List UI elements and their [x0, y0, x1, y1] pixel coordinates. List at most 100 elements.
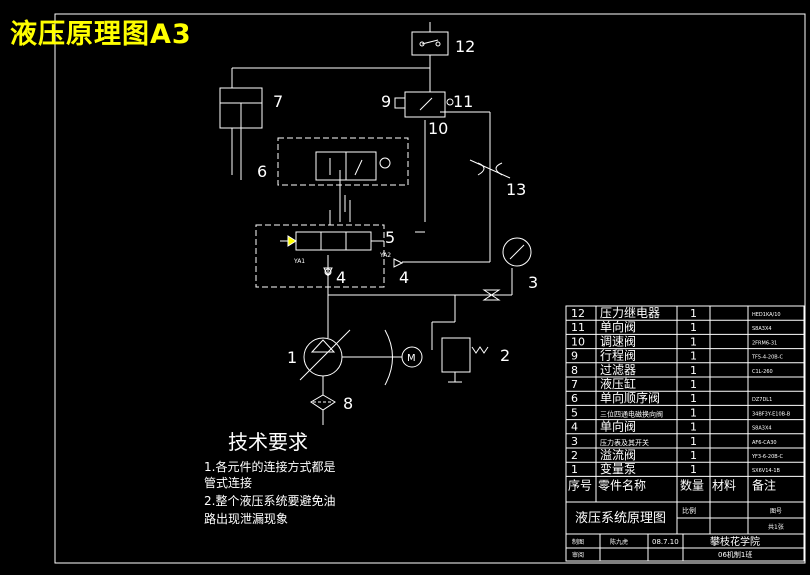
label-2: 2: [500, 346, 510, 365]
bom-row-code: SX6V14-1B: [752, 468, 781, 474]
title-block-school: 攀枝花学院: [710, 535, 760, 548]
label-ya2: YA2: [379, 252, 391, 259]
drawing-frame: [54, 13, 806, 564]
bom-header-remark: 备注: [752, 477, 776, 492]
bom-row-no: 6: [571, 392, 578, 405]
label-3: 3: [528, 273, 538, 292]
bom-row-no: 8: [571, 364, 578, 377]
label-8: 8: [343, 394, 353, 413]
bom-row-name: 压力表及其开关: [600, 438, 649, 447]
label-13: 13: [506, 180, 526, 199]
throttle-13: [469, 159, 511, 179]
title-block-drawn-name: 陈九虎: [610, 538, 628, 546]
bom-row-name: 三位四通电磁换向阀: [600, 409, 663, 418]
tech-line-2: 管式连接: [204, 476, 253, 490]
label-11: 11: [453, 92, 473, 111]
pump-1: [299, 329, 423, 386]
title-block-scale: 比例: [682, 506, 696, 515]
bom-row-name: 液压缸: [600, 376, 636, 391]
directional-valve-5: [255, 224, 385, 288]
check-valve-4: [323, 258, 404, 278]
bom-row-qty: 1: [690, 449, 697, 462]
label-4a: 4: [336, 268, 346, 287]
title-block-sheet-value: 共1张: [768, 523, 784, 531]
sequence-valve-6: [277, 137, 409, 212]
bom-row-no: 10: [571, 335, 585, 348]
label-9: 9: [381, 92, 391, 111]
bom-row-name: 变量泵: [600, 461, 636, 476]
bom-row-qty: 1: [690, 378, 697, 391]
bom-row-code: DZ7DL1: [752, 397, 772, 403]
bom-row-code: YF3-6-20B-C: [751, 454, 783, 460]
bom-row-code: 2FRM6-31: [752, 340, 777, 346]
bom-row-name: 单向阀: [600, 319, 636, 334]
tech-line-1: 1.各元件的连接方式都是: [204, 460, 336, 474]
label-motor: M: [407, 353, 416, 364]
bom-row-code: S8A3X4: [752, 426, 772, 432]
bom-table: [565, 305, 805, 503]
bom-row-code: HED1KA/10: [752, 312, 781, 318]
bom-row-name: 溢流阀: [600, 448, 636, 462]
bom-row-qty: 1: [690, 463, 697, 476]
bom-row-name: 行程阀: [600, 348, 636, 363]
pressure-switch-12: [411, 22, 449, 56]
title-block-class: 06机制1班: [718, 550, 752, 559]
label-5: 5: [385, 228, 395, 247]
page-title: 液压原理图A3: [10, 19, 192, 50]
label-7: 7: [273, 92, 283, 111]
label-1: 1: [287, 348, 297, 367]
filter-8: [310, 394, 336, 411]
title-block-date: 08.7.10: [652, 538, 679, 546]
bom-row-code: 34BF3Y-E10B-B: [752, 411, 791, 417]
bom-header-material: 材料: [712, 478, 736, 492]
bom-row-name: 调速阀: [600, 334, 636, 348]
bom-row-qty: 1: [690, 335, 697, 348]
cylinder-7: [219, 87, 263, 180]
relief-valve-2: [431, 321, 489, 383]
bom-row-qty: 1: [690, 364, 697, 377]
bom-header-qty: 数量: [680, 477, 704, 492]
bom-row-qty: 1: [690, 350, 697, 363]
tech-line-4: 路出现泄漏现象: [204, 512, 289, 526]
bom-row-no: 7: [571, 378, 578, 391]
label-ya1: YA1: [293, 258, 305, 265]
bom-header-no: 序号: [568, 477, 592, 492]
bom-row-name: 压力继电器: [600, 306, 660, 320]
bom-row-qty: 1: [690, 392, 697, 405]
bom-row-code: TF5-4-20B-C: [751, 355, 783, 361]
bom-row-code: AF6-CA30: [752, 440, 777, 446]
bom-row-code: C1L-260: [752, 369, 773, 375]
bom-header-name: 零件名称: [598, 477, 646, 492]
bom-row-qty: 1: [690, 406, 697, 419]
bom-row-qty: 1: [690, 435, 697, 448]
bom-row-no: 3: [571, 435, 578, 448]
label-4b: 4: [399, 268, 409, 287]
tech-requirements-heading: 技术要求: [228, 430, 308, 454]
label-6: 6: [257, 162, 267, 181]
tech-line-3: 2.整个液压系统要避免油: [204, 494, 336, 508]
title-block: [565, 501, 805, 562]
bom-row-no: 2: [571, 449, 578, 462]
bom-row-no: 5: [571, 406, 578, 419]
bom-row-qty: 1: [690, 321, 697, 334]
bom-row-name: 单向顺序阀: [600, 390, 660, 405]
bom-row-no: 1: [571, 463, 578, 476]
title-block-review: 审阅: [572, 551, 584, 559]
title-block-sheet: 图号: [770, 508, 782, 515]
title-block-drawing-name: 液压系统原理图: [575, 511, 666, 526]
label-12: 12: [455, 37, 475, 56]
bom-row-code: S8A3X4: [752, 326, 772, 332]
bom-row-no: 9: [571, 350, 578, 363]
title-block-drawn-label: 制图: [572, 538, 584, 546]
bom-row-no: 11: [571, 321, 585, 334]
pressure-gauge-3: [482, 237, 532, 301]
throttle-valve-10: [394, 91, 454, 118]
bom-row-no: 4: [571, 421, 578, 434]
bom-row-no: 12: [571, 307, 585, 320]
bom-row-name: 单向阀: [600, 419, 636, 434]
label-10: 10: [428, 119, 448, 138]
bom-row-name: 过滤器: [600, 363, 636, 377]
bom-row-qty: 1: [690, 307, 697, 320]
bom-row-qty: 1: [690, 421, 697, 434]
